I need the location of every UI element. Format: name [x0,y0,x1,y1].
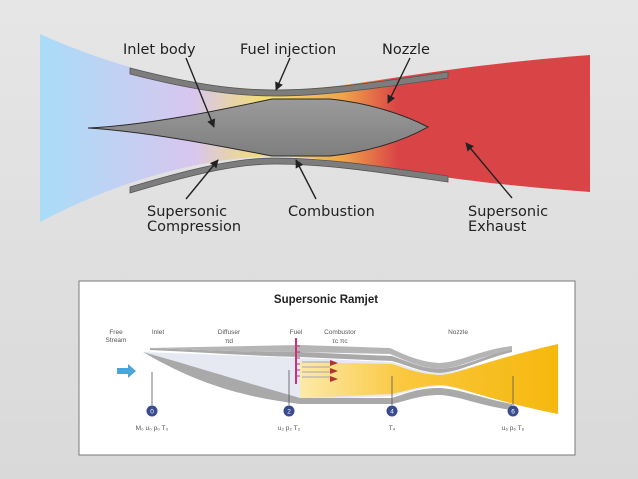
station-4-number: 4 [390,409,394,416]
top-ramjet-diagram: Inlet body Fuel injection Nozzle Superso… [40,34,590,235]
free-stream-arrow [117,364,136,378]
panel-title: Supersonic Ramjet [274,294,378,306]
station-0-number: 0 [150,409,154,416]
inlet-body [87,98,430,157]
fuel-injection-ticks [296,345,300,377]
label-combustion: Combustion [288,204,375,220]
arrow-fuel-injection [275,57,291,91]
upper-cowl [129,67,449,97]
label-supersonic-exhaust-line2: Exhaust [468,219,527,235]
label-free-stream-line1: Free [109,329,123,336]
lower-cowl [129,157,449,194]
label-fuel: Fuel [290,329,303,336]
label-free-stream-line2: Stream [106,337,127,344]
station-2-number: 2 [287,409,291,416]
label-diffuser-param: πd [225,338,233,345]
station-0-values: M₀ u₀ p₀ T₀ [136,425,169,432]
label-inlet: Inlet [152,329,164,336]
label-supersonic-compression-line2: Compression [147,219,241,235]
engine-upper-cowl [150,345,512,369]
station-6-values: u₆ p₆ T₆ [502,425,525,432]
label-nozzle: Nozzle [382,42,430,58]
engine-upper-wall [150,348,512,373]
label-supersonic-compression-line1: Supersonic [147,204,227,220]
fuel-injection-streaks [302,361,330,378]
flame-holders [330,360,338,382]
bottom-ramjet-panel: Supersonic Ramjet Free Stream Inlet Diff… [78,280,576,456]
combustor-flame [300,344,558,414]
label-diffuser: Diffuser [218,329,241,336]
label-nozzle-small: Nozzle [448,329,468,336]
arrow-supersonic-compression [185,159,219,200]
station-2-values: u₂ p₂ T₂ [278,425,301,432]
arrow-combustion [295,159,317,200]
label-supersonic-exhaust-line1: Supersonic [468,204,548,220]
arrow-supersonic-exhaust [465,142,513,199]
station-6-number: 6 [511,409,515,416]
arrow-inlet-body [185,57,216,128]
label-fuel-injection: Fuel injection [240,42,336,58]
station-markers [146,370,519,417]
station-4-values: T₄ [389,425,396,432]
label-inlet-body: Inlet body [123,42,196,58]
label-combustor-params: τc πc [332,338,348,345]
arrow-nozzle [387,57,411,104]
label-combustor: Combustor [324,329,357,336]
engine-lower-centerbody [143,352,512,410]
